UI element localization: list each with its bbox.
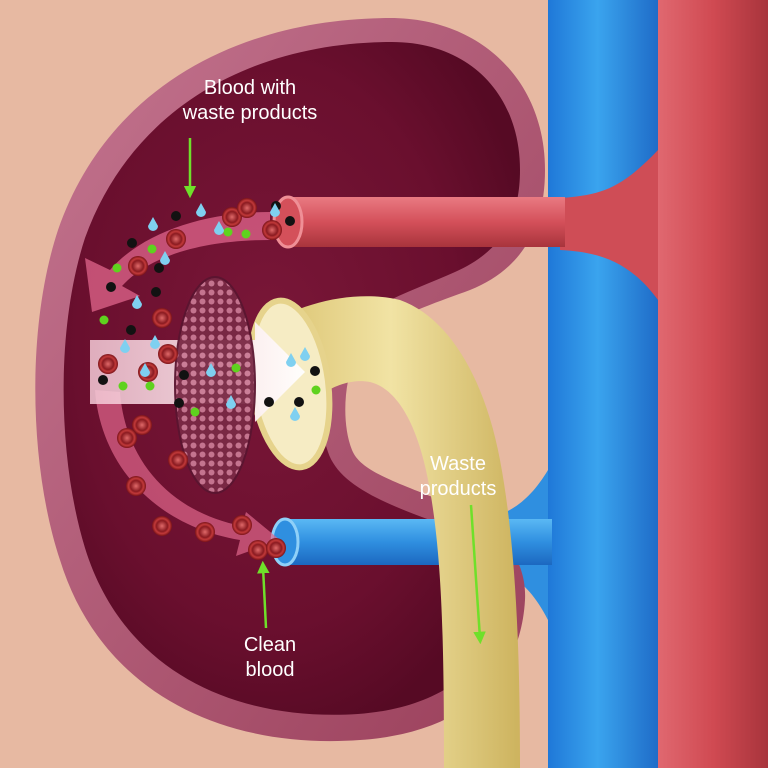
red-blood-cell-icon <box>98 198 286 560</box>
ureter <box>262 296 520 768</box>
filter-membrane-icon <box>174 276 256 494</box>
label-clean-blood: Clean blood <box>210 633 330 683</box>
label-waste-products: Waste products <box>398 452 518 502</box>
pointer-arrow-clean-blood <box>257 560 270 629</box>
label-blood-with-waste-products: Blood with waste products <box>150 76 350 126</box>
pointer-arrow-waste-out <box>469 504 486 645</box>
renal-artery <box>285 197 565 247</box>
waste-particle-icon <box>120 203 310 421</box>
label-line: blood <box>245 659 295 681</box>
label-line: products <box>419 478 497 500</box>
aorta-branch-junction <box>560 150 658 300</box>
label-line: Waste <box>430 453 486 475</box>
vena-cava <box>548 0 658 768</box>
waste-particle-icon <box>99 227 321 417</box>
label-line: waste products <box>182 102 318 124</box>
label-line: Clean <box>243 634 297 656</box>
aorta <box>658 0 768 768</box>
waste-particle-icon <box>98 201 320 408</box>
incoming-flow-arrow <box>85 212 270 312</box>
label-line: Blood with <box>203 77 297 99</box>
outgoing-flow-arrow <box>95 390 280 556</box>
